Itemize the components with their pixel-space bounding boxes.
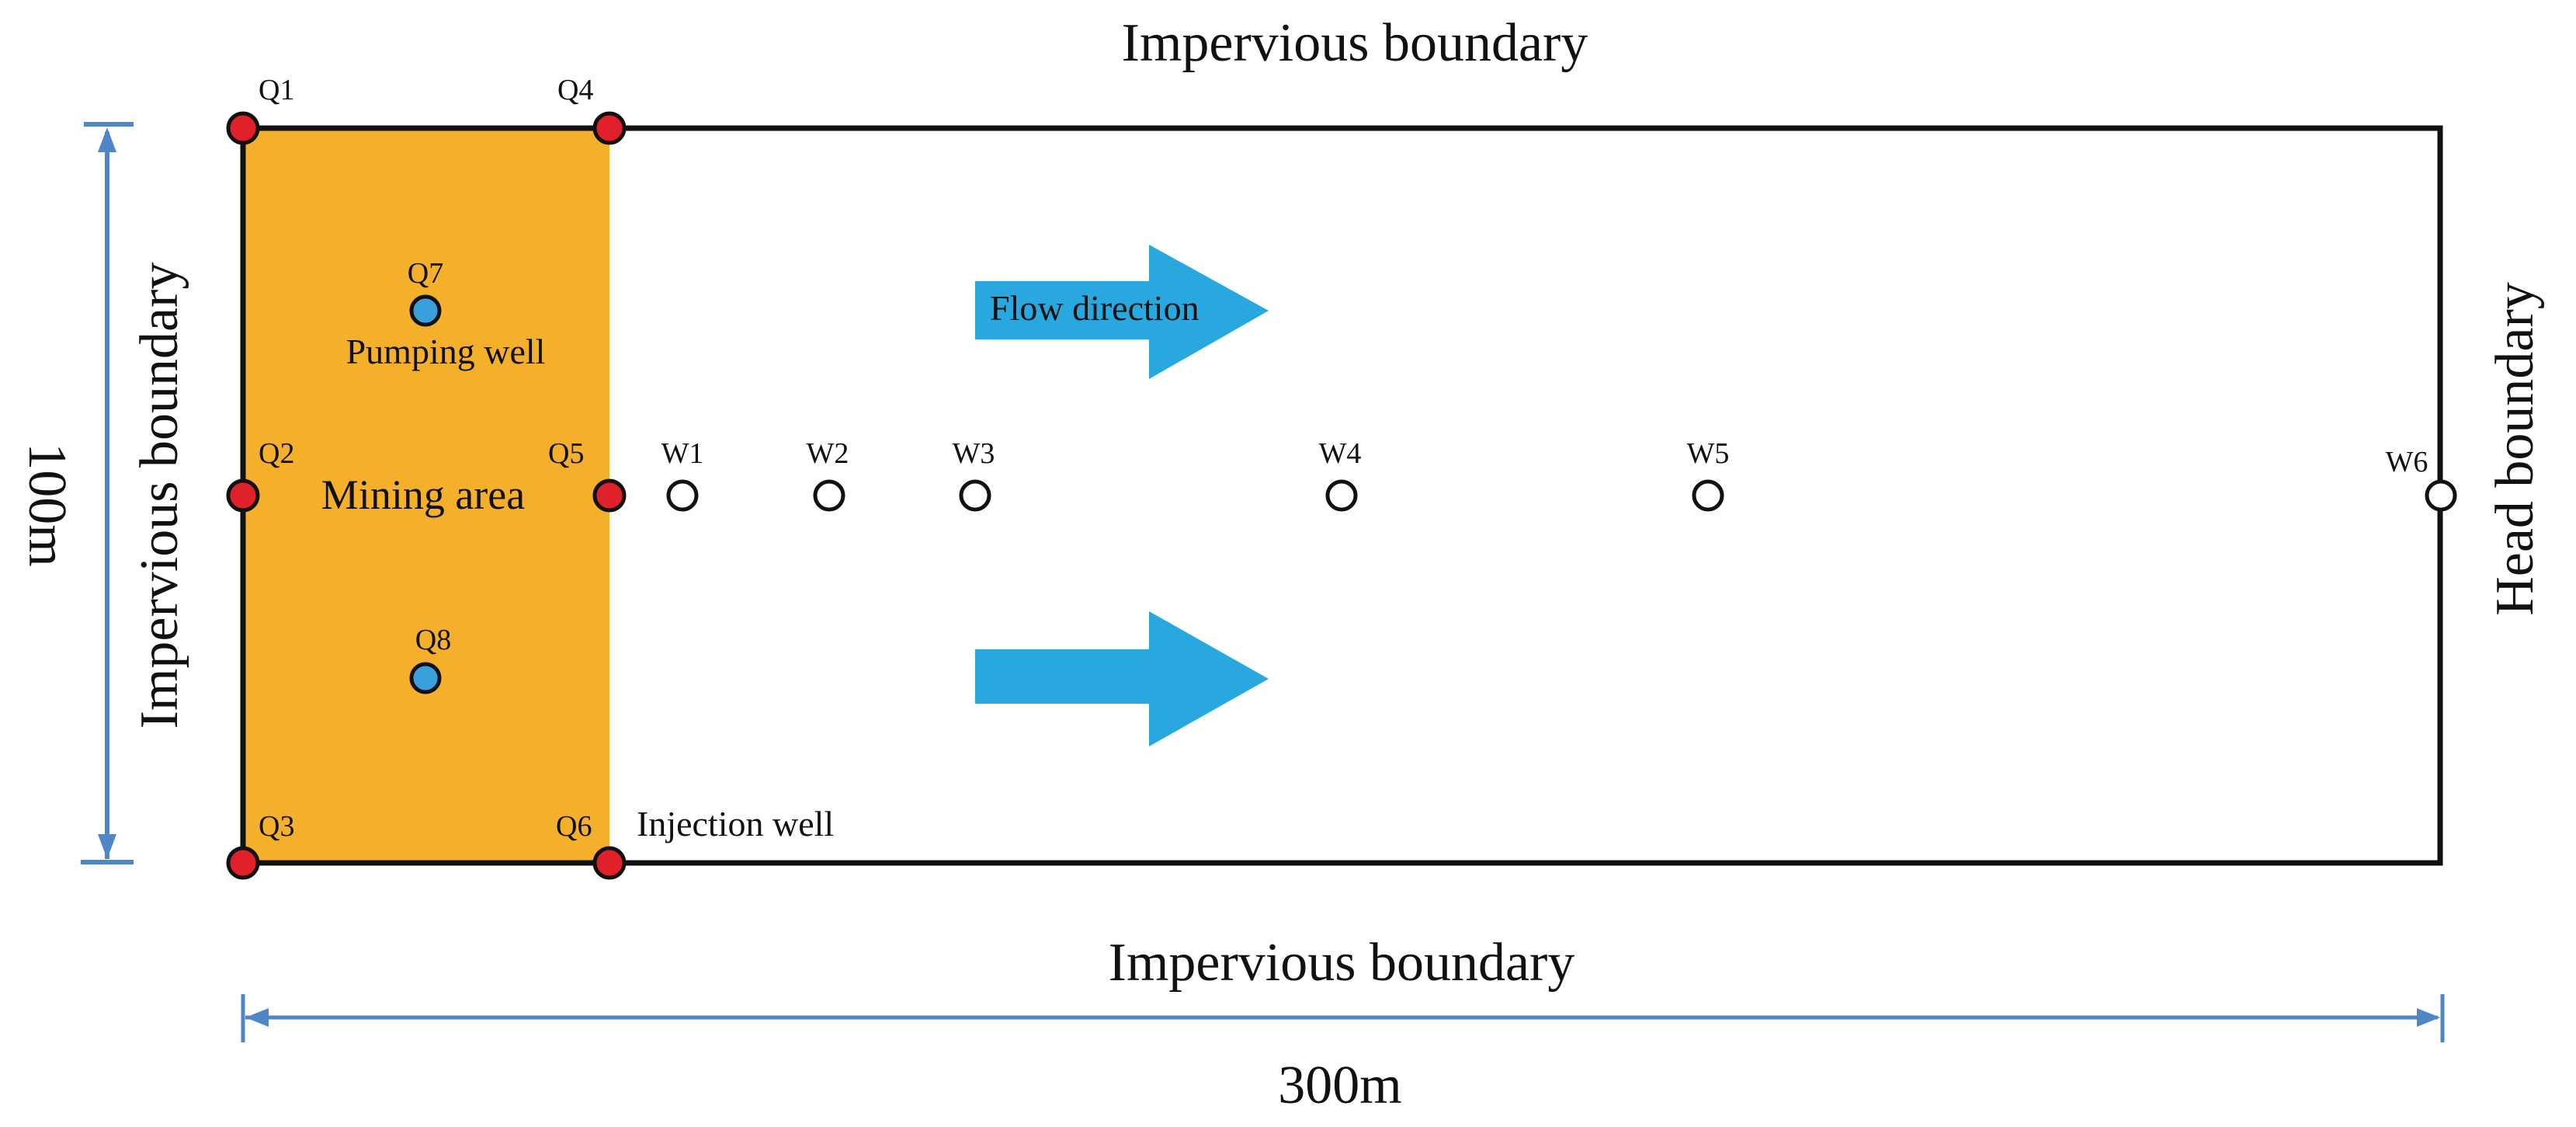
observation-well-group [666, 479, 2457, 512]
width-dimension-right-arrowhead [2417, 1008, 2440, 1027]
well-label-q6: Q6 [556, 810, 592, 843]
flow-direction-label: Flow direction [990, 288, 1199, 328]
width-dimension-left-arrowhead [245, 1008, 269, 1027]
height-dimension-bottom-arrowhead [98, 834, 116, 859]
bottom-boundary-label: Impervious boundary [1109, 933, 1575, 993]
pumping-well-marker [409, 662, 442, 694]
flow-direction-arrow [975, 245, 1269, 379]
well-label-q3: Q3 [259, 810, 294, 843]
mining-area [243, 128, 609, 863]
well-label-w5: W5 [1687, 437, 1730, 470]
well-label-w3: W3 [953, 437, 995, 470]
well-label-q8: Q8 [415, 624, 451, 656]
height-dimension-label: 100m [17, 443, 77, 566]
well-label-w6: W6 [2386, 446, 2428, 478]
injection-well-marker [226, 478, 260, 513]
injection-well-group [226, 111, 627, 880]
well-label-q5: Q5 [548, 437, 584, 470]
height-dimension-top-arrowhead [98, 127, 116, 152]
left-boundary-label: Impervious boundary [130, 263, 189, 729]
injection-well-marker [592, 111, 627, 145]
well-label-q4: Q4 [557, 74, 593, 106]
pumping-well-group [409, 294, 442, 694]
well-label-w2: W2 [807, 437, 849, 470]
observation-well-marker [1692, 479, 1724, 512]
injection-well-marker [592, 846, 627, 880]
observation-well-marker [1325, 479, 1358, 512]
width-dimension-label: 300m [1278, 1056, 1401, 1115]
well-label-w4: W4 [1319, 437, 1362, 470]
well-label-q2: Q2 [259, 437, 294, 470]
width-dimension [241, 994, 2445, 1042]
injection-well-marker [226, 846, 260, 880]
observation-well-marker [813, 479, 845, 512]
pumping-well-marker [409, 294, 442, 327]
observation-well-marker [959, 479, 991, 512]
observation-well-marker [2425, 479, 2457, 512]
injection-well-type-label: Injection well [637, 804, 834, 844]
well-label-q1: Q1 [259, 74, 294, 106]
mining-area-label: Mining area [321, 471, 525, 518]
well-label-w1: W1 [661, 437, 704, 470]
injection-well-marker [592, 478, 627, 513]
right-boundary-label: Head boundary [2485, 282, 2545, 616]
injection-well-marker [226, 111, 260, 145]
flow-direction-arrow [975, 611, 1269, 746]
height-dimension [81, 122, 134, 864]
observation-well-marker [666, 479, 699, 512]
well-label-q7: Q7 [408, 257, 443, 290]
top-boundary-label: Impervious boundary [1122, 13, 1588, 73]
pumping-well-type-label: Pumping well [346, 332, 546, 371]
